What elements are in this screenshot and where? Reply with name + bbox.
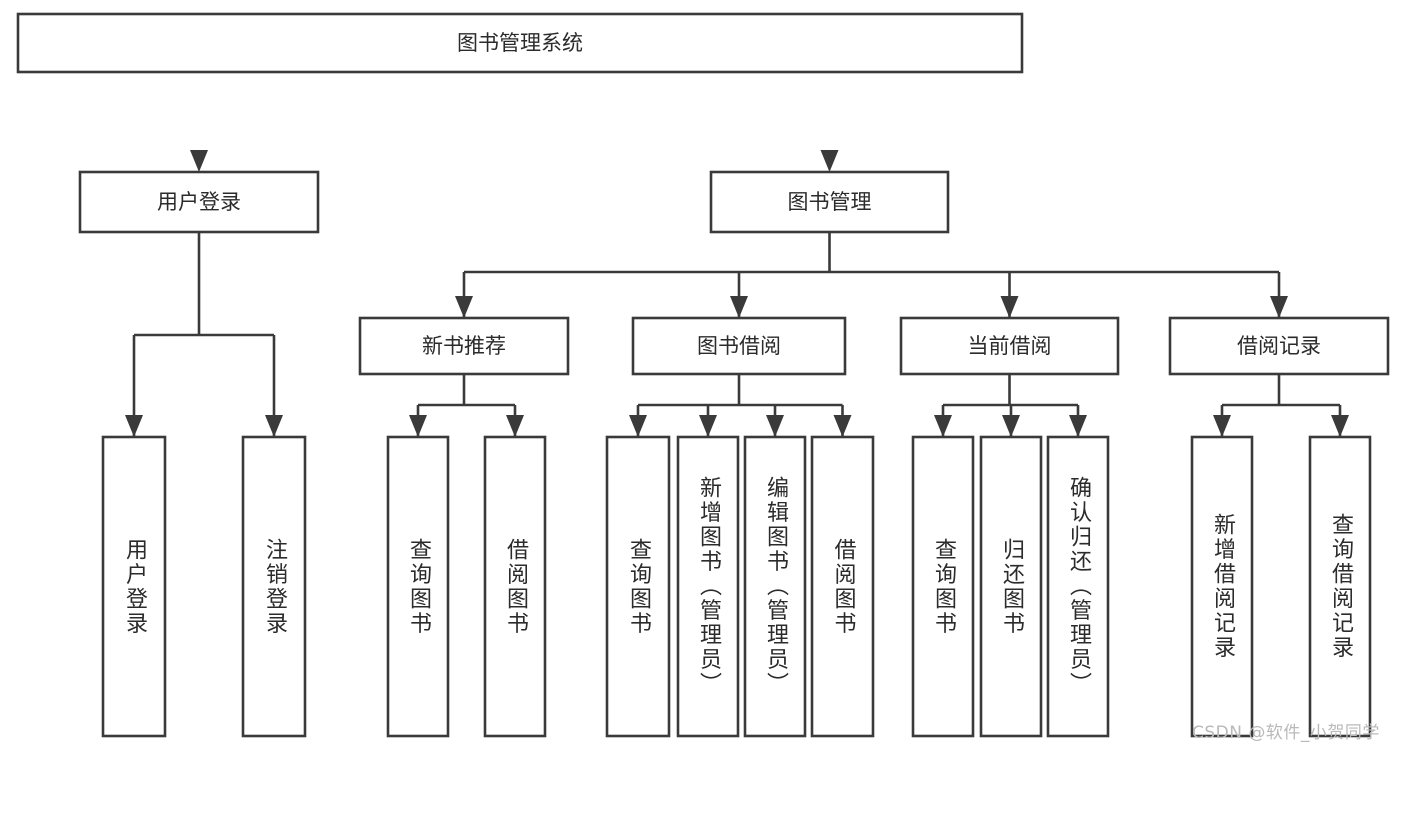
arrow-head-icon: [1069, 415, 1087, 437]
arrow-head-icon: [699, 415, 717, 437]
arrow-head-icon: [820, 150, 839, 172]
watermark-text: CSDN @软件_小贺同学: [1192, 723, 1380, 743]
arrow-head-icon: [833, 415, 852, 437]
node-box-book-management[interactable]: [709, 170, 950, 234]
node-label-book-management: 图书管理: [788, 190, 872, 214]
boxes-layer: [16, 12, 1390, 738]
node-box-leaf-query-borrow-record[interactable]: [1308, 435, 1372, 738]
node-box-leaf-borrow-book[interactable]: [810, 435, 875, 738]
arrow-head-icon: [455, 296, 473, 318]
node-box-leaf-logout-login[interactable]: [241, 435, 307, 738]
arrow-head-icon: [409, 415, 427, 437]
arrow-head-icon: [506, 415, 524, 437]
arrow-head-icon: [934, 415, 952, 437]
arrow-head-icon: [125, 415, 143, 437]
arrow-head-icon: [730, 296, 748, 318]
node-box-current-borrow[interactable]: [899, 316, 1120, 376]
node-label-new-book-recommend: 新书推荐: [422, 334, 506, 358]
node-box-leaf-return-book[interactable]: [979, 435, 1043, 738]
node-box-leaf-edit-book-admin[interactable]: [743, 435, 807, 738]
node-box-leaf-query-book-current[interactable]: [911, 435, 975, 738]
arrow-head-icon: [1331, 415, 1349, 437]
node-box-leaf-query-book-borrow[interactable]: [605, 435, 671, 738]
arrow-head-icon: [190, 150, 208, 172]
node-box-leaf-confirm-return-admin[interactable]: [1046, 435, 1110, 738]
arrow-head-icon: [1000, 296, 1019, 318]
arrow-head-icon: [1270, 296, 1288, 318]
arrow-head-icon: [1213, 415, 1231, 437]
node-label-user-login: 用户登录: [157, 190, 241, 214]
node-box-leaf-add-book-admin[interactable]: [676, 435, 740, 738]
node-box-new-book-recommend[interactable]: [358, 316, 570, 376]
node-label-current-borrow: 当前借阅: [968, 334, 1052, 358]
node-box-borrow-record[interactable]: [1168, 316, 1390, 376]
edges-layer: [125, 72, 1349, 437]
arrow-head-icon: [766, 415, 784, 437]
node-label-borrow-record: 借阅记录: [1237, 334, 1321, 358]
node-box-leaf-user-login[interactable]: [101, 435, 167, 738]
node-box-leaf-borrow-book-recommend[interactable]: [483, 435, 547, 738]
node-box-root[interactable]: [16, 12, 1024, 74]
diagram-canvas: 图书管理系统用户登录图书管理新书推荐图书借阅当前借阅借阅记录 用户登录注销登录查…: [0, 0, 1390, 743]
node-box-book-borrow[interactable]: [631, 316, 847, 376]
node-box-user-login[interactable]: [78, 170, 320, 234]
arrow-head-icon: [265, 415, 283, 437]
arrow-head-icon: [1002, 415, 1020, 437]
node-box-leaf-add-borrow-record[interactable]: [1190, 435, 1254, 738]
node-label-book-borrow: 图书借阅: [697, 334, 781, 358]
arrow-head-icon: [629, 415, 647, 437]
node-label-root: 图书管理系统: [457, 31, 583, 55]
node-box-leaf-query-book-recommend[interactable]: [386, 435, 450, 738]
